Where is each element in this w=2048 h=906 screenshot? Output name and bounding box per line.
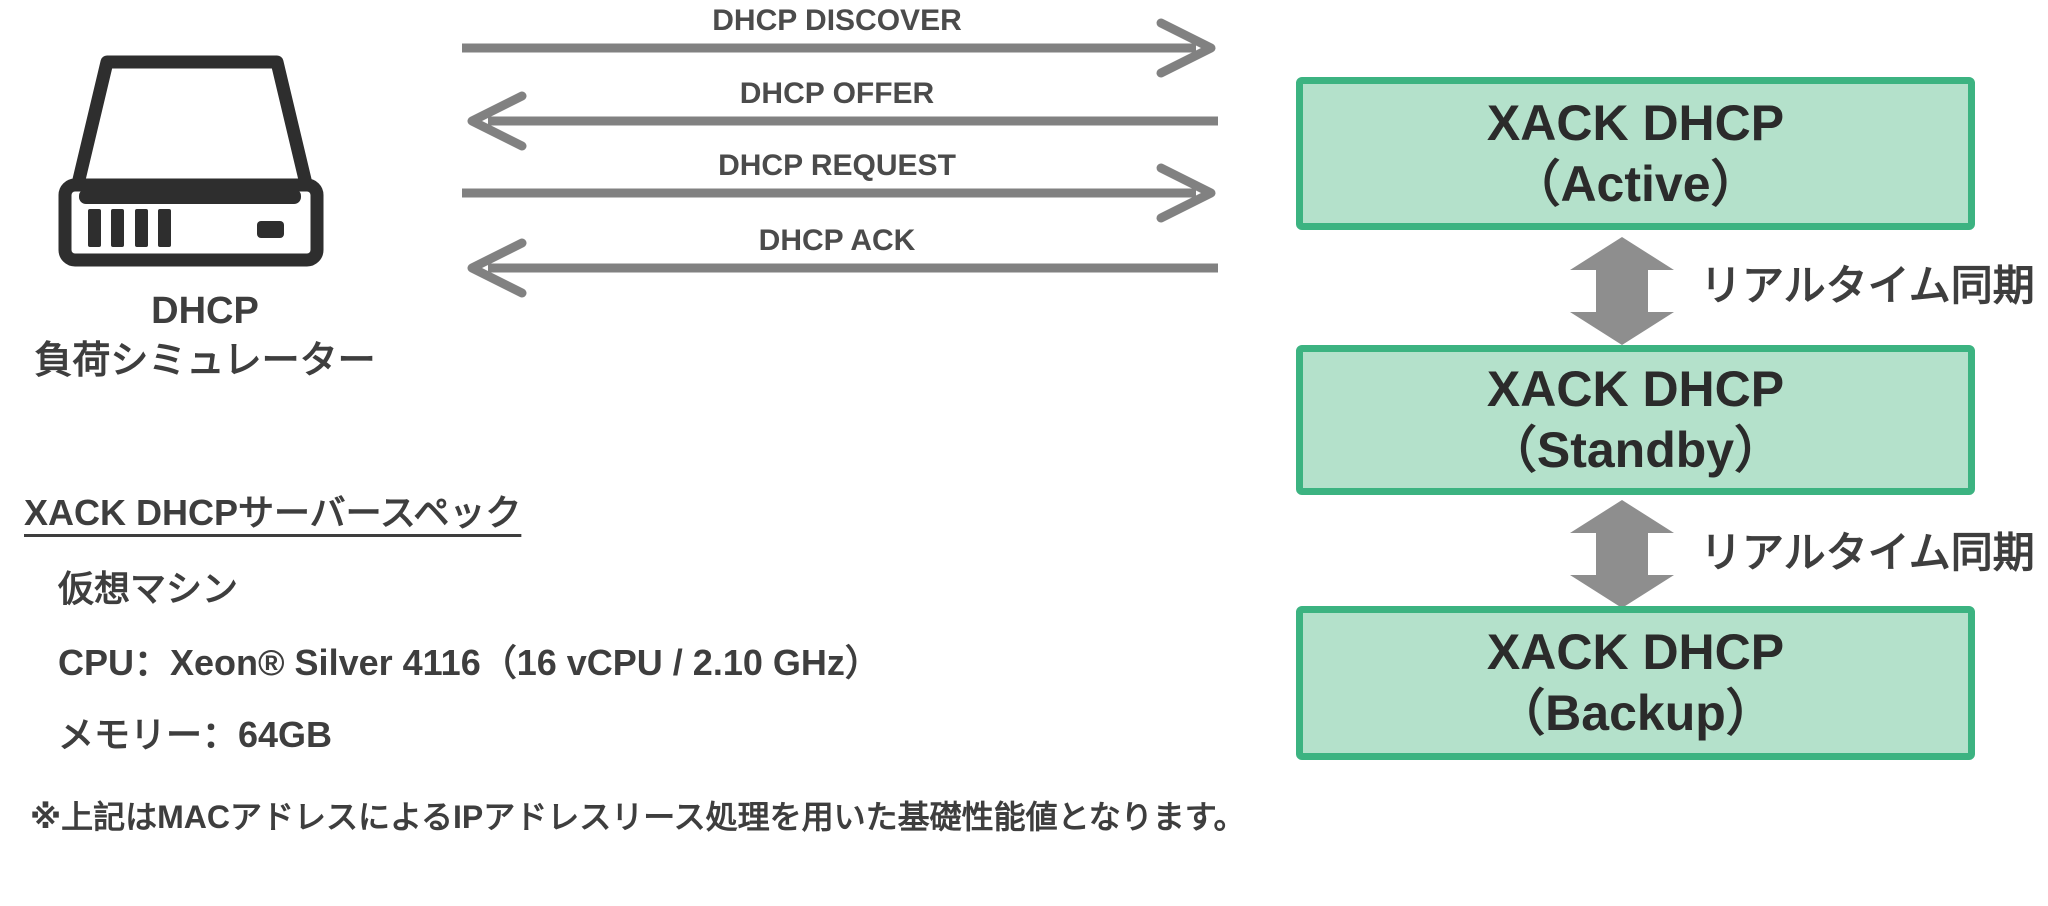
server-role: （Standby） xyxy=(1486,422,1785,478)
arrow-left-dhcp-ack xyxy=(467,238,1218,298)
server-role: （Active） xyxy=(1510,155,1761,212)
server-vent-bar xyxy=(88,209,101,247)
arrow-right-dhcp-discover xyxy=(462,18,1216,78)
sync-label-1: リアルタイム同期 xyxy=(1700,262,2035,309)
server-box-backup: XACK DHCP （Backup） xyxy=(1296,606,1975,760)
simulator-label-line1: DHCP xyxy=(151,290,259,332)
server-name: XACK DHCP xyxy=(1486,361,1785,417)
simulator-label: DHCP 負荷シミュレーター xyxy=(5,286,405,386)
spec-item-vm: 仮想マシン xyxy=(58,568,239,609)
arrow-right-dhcp-request xyxy=(462,163,1216,223)
server-name: XACK DHCP xyxy=(1486,624,1785,680)
spec-item-cpu: CPU：Xeon® Silver 4116（16 vCPU / 2.10 GHz… xyxy=(58,642,881,683)
server-box-active: XACK DHCP （Active） xyxy=(1296,77,1975,230)
server-vent-bar xyxy=(135,209,148,247)
server-vent-bar xyxy=(111,209,124,247)
sync-label-2: リアルタイム同期 xyxy=(1700,529,2035,576)
message-label-dhcp-discover: DHCP DISCOVER xyxy=(712,4,962,37)
server-vent-bar xyxy=(158,209,171,247)
server-icon xyxy=(58,55,324,267)
spec-note: ※上記はMACアドレスによるIPアドレスリース処理を用いた基礎性能値となります。 xyxy=(30,799,1246,835)
message-label-dhcp-offer: DHCP OFFER xyxy=(739,77,935,110)
server-led-slot xyxy=(257,221,284,238)
spec-heading: XACK DHCPサーバースペック xyxy=(24,492,522,533)
arrow-left-dhcp-offer xyxy=(467,91,1218,151)
simulator-label-line2: 負荷シミュレーター xyxy=(34,340,376,383)
server-top-shape xyxy=(70,55,314,195)
server-role: （Backup） xyxy=(1495,685,1776,741)
server-box-standby: XACK DHCP （Standby） xyxy=(1296,345,1975,495)
sync-double-arrow xyxy=(1570,500,1674,608)
spec-item-memory: メモリー：64GB xyxy=(58,714,333,755)
sync-double-arrow xyxy=(1570,237,1674,345)
message-label-dhcp-ack: DHCP ACK xyxy=(758,224,916,257)
message-label-dhcp-request: DHCP REQUEST xyxy=(718,149,956,182)
server-name: XACK DHCP xyxy=(1486,94,1785,151)
server-front-band xyxy=(79,189,301,204)
